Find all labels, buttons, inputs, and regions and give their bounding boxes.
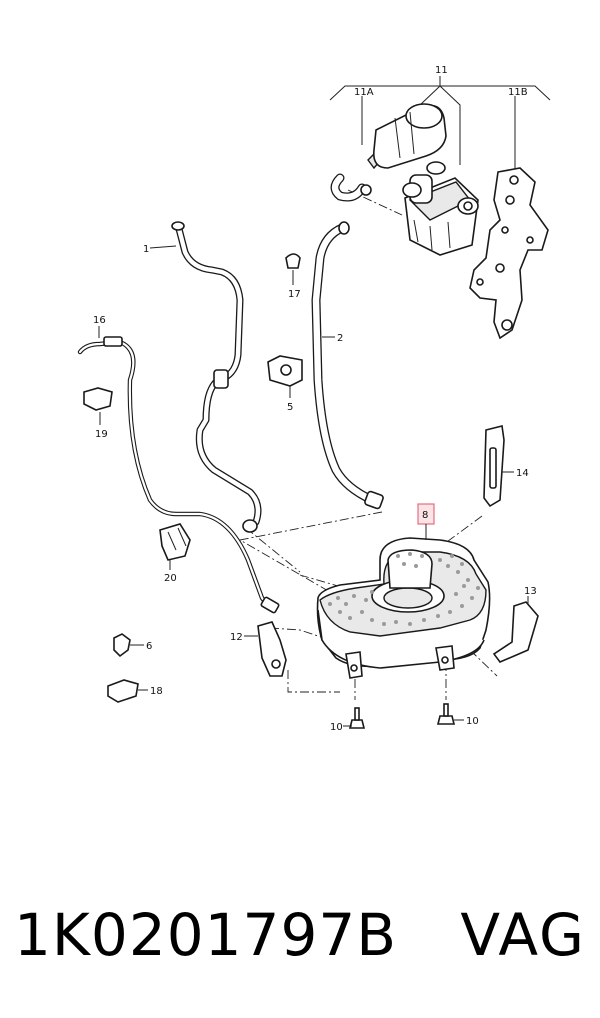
valve-11 — [402, 161, 479, 256]
callout-17: 17 — [288, 289, 301, 300]
holder-20: 20 — [159, 523, 191, 584]
callout-12: 12 — [230, 632, 243, 643]
bracket-14: 14 — [483, 425, 529, 508]
clip-6: 6 — [113, 633, 152, 658]
canister-8: 8 — [316, 503, 491, 679]
bolt-10-left: 10 — [330, 707, 366, 733]
callout-19: 19 — [95, 429, 108, 440]
footer: 1K0201797B VAG — [0, 900, 600, 970]
callout-13: 13 — [524, 586, 537, 597]
canister-perforations — [328, 552, 480, 626]
cap-17: 17 — [285, 253, 301, 300]
callout-11-bracket: 11 11A 11B — [329, 65, 551, 170]
clip-18: 18 — [107, 679, 163, 703]
callout-10-left: 10 — [330, 722, 343, 733]
hose-2: 2 — [311, 221, 384, 510]
line-16: 16 — [77, 315, 280, 614]
parts-diagram: 11 11A 11B — [77, 65, 551, 733]
callout-18: 18 — [150, 686, 163, 697]
callout-1: 1 — [143, 244, 149, 255]
bracket-11b — [469, 167, 549, 340]
callout-5: 5 — [287, 402, 293, 413]
callout-14: 14 — [516, 468, 529, 479]
bolt-10-right: 10 — [436, 703, 479, 727]
bracket-13: 13 — [492, 586, 539, 663]
callout-16: 16 — [93, 315, 106, 326]
callout-10-right: 10 — [466, 716, 479, 727]
clip-19: 19 — [83, 387, 113, 440]
bracket-12: 12 — [230, 621, 287, 677]
hose-1: 1 — [143, 221, 262, 533]
filter-11a — [330, 103, 447, 202]
callout-6: 6 — [146, 641, 152, 652]
part-number: 1K0201797B — [14, 901, 398, 969]
callout-8: 8 — [422, 510, 428, 521]
callout-11b: 11B — [508, 87, 528, 98]
callout-11a: 11A — [354, 87, 374, 98]
clip-5: 5 — [267, 355, 303, 413]
callout-20: 20 — [164, 573, 177, 584]
callout-11: 11 — [435, 65, 448, 76]
brand-label: VAG — [460, 901, 586, 969]
callout-2: 2 — [337, 333, 343, 344]
